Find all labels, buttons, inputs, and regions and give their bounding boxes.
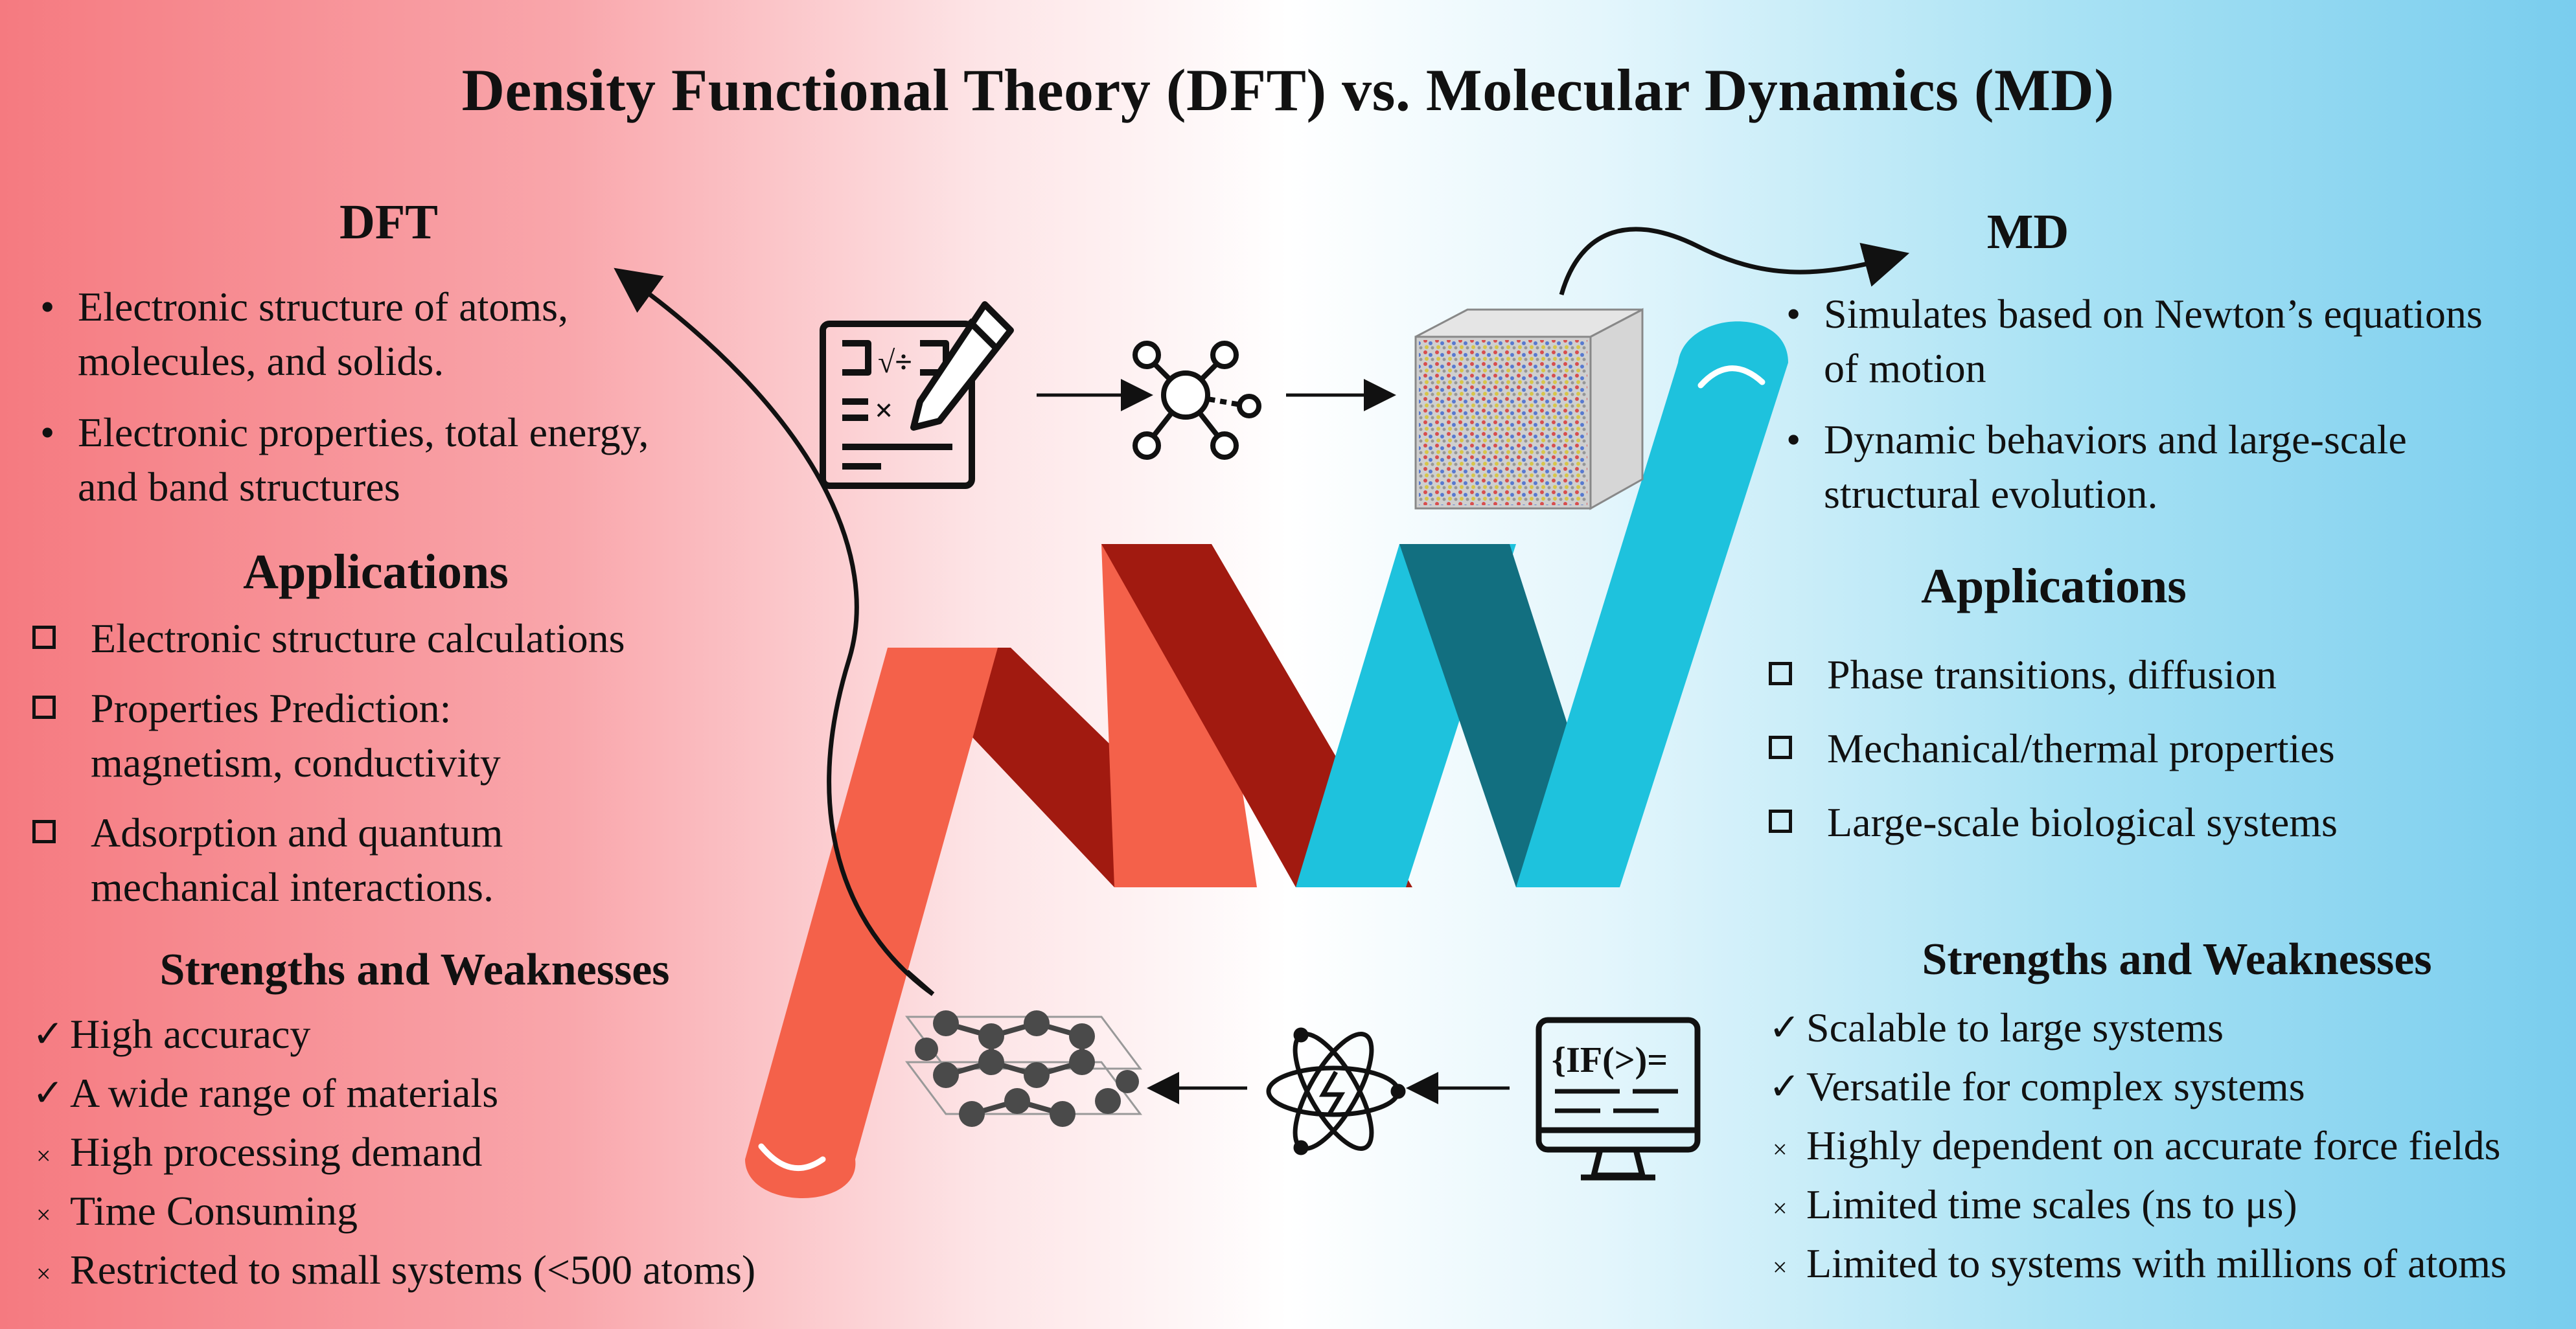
list-item: •Electronic properties, total energy, an… (40, 409, 649, 510)
cross-icon: × (1773, 1135, 1788, 1164)
ribbon-highlight-right (1697, 365, 1765, 389)
zigzag-ribbon (745, 321, 1788, 1198)
arrow-lattice-link (905, 970, 935, 996)
dft-applications-list: Electronic structure calculations Proper… (26, 611, 648, 930)
ribbon-cyan-2 (1516, 363, 1788, 887)
md-applications-heading: Applications (1921, 559, 2187, 613)
md-bullet-list: •Simulates based on Newton’s equations o… (1778, 287, 2491, 538)
svg-text:{IF(>)=: {IF(>)= (1552, 1040, 1668, 1080)
check-icon: ✓ (32, 1013, 64, 1055)
svg-text:×: × (875, 392, 893, 428)
checkbox-icon (1769, 662, 1792, 685)
weakness-item: ×Limited to systems with millions of ato… (1769, 1236, 2566, 1295)
checkbox-icon (32, 820, 56, 843)
check-icon: ✓ (1769, 1006, 1800, 1049)
md-strengths-weaknesses-heading: Strengths and Weaknesses (1922, 935, 2432, 984)
cross-icon: × (36, 1200, 51, 1229)
ribbon-highlight-left (758, 1143, 826, 1172)
weakness-item: ×Time Consuming (32, 1184, 777, 1243)
list-item: Electronic structure calculations (26, 611, 648, 666)
atom-box-simulation-icon (1414, 308, 1644, 510)
dft-heading: DFT (339, 195, 438, 249)
md-strengths-weaknesses-list: ✓Scalable to large systems ✓Versatile fo… (1769, 1001, 2566, 1295)
list-item: Properties Prediction: magnetism, conduc… (26, 681, 648, 790)
ribbon-end-right (1678, 321, 1788, 363)
list-item: Phase transitions, diffusion (1762, 648, 2507, 702)
checkbox-icon (1769, 810, 1792, 833)
cross-icon: × (1773, 1194, 1788, 1223)
dft-bullet-list: •Electronic structure of atoms, molecule… (32, 280, 680, 531)
list-item: •Dynamic behaviors and large-scale struc… (1786, 416, 2407, 517)
page-title: Density Functional Theory (DFT) vs. Mole… (461, 57, 2115, 123)
ribbon-end-left (745, 1159, 856, 1198)
formula-document-icon: √÷ × (820, 301, 1014, 489)
dft-applications-heading: Applications (243, 545, 509, 599)
list-item: •Electronic structure of atoms, molecule… (40, 284, 569, 384)
cross-icon: × (1773, 1253, 1788, 1282)
dft-strengths-weaknesses-list: ✓High accuracy ✓A wide range of material… (32, 1007, 777, 1302)
weakness-item: ×High processing demand (32, 1125, 777, 1184)
ribbon-red-1 (745, 648, 998, 1159)
dft-strengths-weaknesses-heading: Strengths and Weaknesses (159, 945, 670, 995)
list-item: •Simulates based on Newton’s equations o… (1786, 291, 2483, 391)
checkbox-icon (32, 626, 56, 649)
molecule-icon (1133, 341, 1261, 460)
strength-item: ✓Versatile for complex systems (1769, 1060, 2566, 1119)
weakness-item: ×Limited time scales (ns to μs) (1769, 1177, 2566, 1236)
code-monitor-icon: {IF(>)= (1535, 1017, 1701, 1181)
weakness-item: ×Restricted to small systems (<500 atoms… (32, 1243, 777, 1302)
checkbox-icon (32, 696, 56, 719)
strength-item: ✓Scalable to large systems (1769, 1001, 2566, 1060)
strength-item: ✓High accuracy (32, 1007, 777, 1066)
atom-orbit-icon (1266, 1027, 1406, 1155)
weakness-item: ×Highly dependent on accurate force fiel… (1769, 1119, 2566, 1177)
svg-text:√÷: √÷ (878, 345, 912, 380)
crystal-lattice-icon (905, 1010, 1142, 1127)
list-item: Adsorption and quantum mechanical intera… (26, 806, 648, 914)
md-heading: MD (1986, 205, 2069, 259)
checkbox-icon (1769, 736, 1792, 759)
check-icon: ✓ (32, 1072, 64, 1114)
check-icon: ✓ (1769, 1065, 1800, 1108)
list-item: Large-scale biological systems (1762, 795, 2507, 850)
md-applications-list: Phase transitions, diffusion Mechanical/… (1762, 648, 2507, 865)
strength-item: ✓A wide range of materials (32, 1066, 777, 1125)
list-item: Mechanical/thermal properties (1762, 721, 2507, 776)
curved-arrow-md (1559, 227, 1910, 295)
cross-icon: × (36, 1259, 51, 1288)
curved-arrow-dft (614, 267, 935, 996)
cross-icon: × (36, 1141, 51, 1170)
